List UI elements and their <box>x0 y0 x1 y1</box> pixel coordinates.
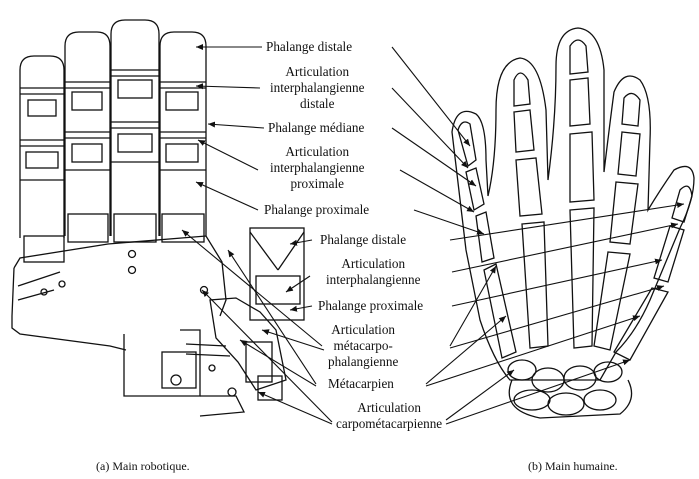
label-line-2: interphalangienne <box>270 160 364 176</box>
robotic-hand-drawing <box>12 20 304 416</box>
caption-human-hand: (b) Main humaine. <box>528 459 618 474</box>
label-line-3: proximale <box>270 176 364 192</box>
label-line-1: Articulation <box>270 64 364 80</box>
label-articulation-interphalangienne-proximale: Articulation interphalangienne proximale <box>268 144 366 192</box>
caption-robotic-hand: (a) Main robotique. <box>96 459 190 474</box>
label-line-1: Articulation <box>270 144 364 160</box>
label-articulation-carpometacarpienne: Articulation carpométacarpienne <box>334 400 444 432</box>
label-phalange-mediane: Phalange médiane <box>266 120 366 136</box>
label-line-1: Articulation <box>328 322 398 338</box>
label-line-1: Articulation <box>336 400 442 416</box>
label-line-2: interphalangienne <box>270 80 364 96</box>
label-metacarpien: Métacarpien <box>326 376 396 392</box>
label-line-1: Articulation <box>326 256 420 272</box>
human-hand-drawing <box>452 28 694 418</box>
label-line-3: distale <box>270 96 364 112</box>
label-line-2: métacarpo- <box>328 338 398 354</box>
label-articulation-interphalangienne-distale: Articulation interphalangienne distale <box>268 64 366 112</box>
label-articulation-interphalangienne-thumb: Articulation interphalangienne <box>324 256 422 288</box>
label-phalange-distale-finger: Phalange distale <box>264 39 354 55</box>
label-articulation-metacarpo-phalangienne: Articulation métacarpo- phalangienne <box>326 322 400 370</box>
label-phalange-proximale-finger: Phalange proximale <box>262 202 371 218</box>
leader-lines <box>182 47 684 424</box>
label-line-3: phalangienne <box>328 354 398 370</box>
label-phalange-proximale-thumb: Phalange proximale <box>316 298 425 314</box>
label-phalange-distale-thumb: Phalange distale <box>318 232 408 248</box>
label-line-2: carpométacarpienne <box>336 416 442 432</box>
label-line-2: interphalangienne <box>326 272 420 288</box>
